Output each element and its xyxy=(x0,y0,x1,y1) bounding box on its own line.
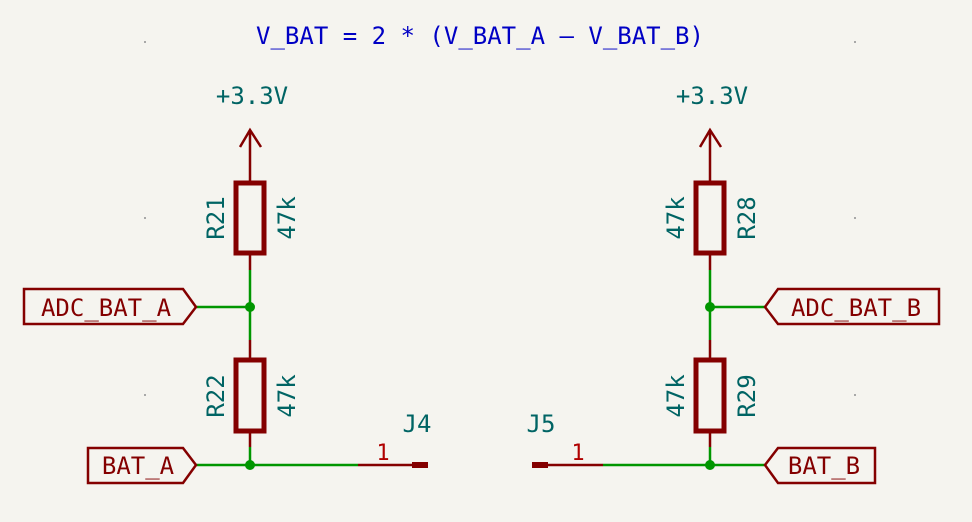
j5-ref: J5 xyxy=(527,410,556,438)
left-divider: +3.3V R21 47k R22 47k ADC_BAT_A BAT_A 1 … xyxy=(22,82,432,485)
resistor-r28[interactable] xyxy=(693,180,727,256)
right-divider: +3.3V 47k R28 47k R29 ADC_BAT_B BAT_B 1 … xyxy=(527,82,941,485)
svg-text:ADC_BAT_A: ADC_BAT_A xyxy=(41,294,172,322)
r28-value: 47k xyxy=(662,196,690,240)
connector-j5-pin[interactable] xyxy=(532,462,548,468)
r29-value: 47k xyxy=(662,374,690,418)
svg-text:ADC_BAT_B: ADC_BAT_B xyxy=(791,294,921,322)
label-adc-bat-a[interactable]: ADC_BAT_A xyxy=(22,287,198,326)
junction xyxy=(705,302,715,312)
r21-ref: R21 xyxy=(202,196,230,239)
label-bat-a[interactable]: BAT_A xyxy=(86,446,198,485)
r21-value: 47k xyxy=(273,196,301,240)
j5-pin-number: 1 xyxy=(571,441,584,466)
power-arrow-icon[interactable] xyxy=(698,127,723,182)
svg-text:BAT_A: BAT_A xyxy=(102,452,175,480)
j4-pin-number: 1 xyxy=(376,441,389,466)
resistor-r29[interactable] xyxy=(693,357,727,434)
label-bat-b[interactable]: BAT_B xyxy=(763,446,877,485)
resistor-r22[interactable] xyxy=(233,357,267,434)
r28-ref: R28 xyxy=(733,196,761,239)
r29-ref: R29 xyxy=(733,374,761,417)
r22-ref: R22 xyxy=(202,374,230,417)
power-symbol-label: +3.3V xyxy=(676,82,748,110)
title-note: V_BAT = 2 * (V_BAT_A – V_BAT_B) xyxy=(256,22,704,50)
junction xyxy=(705,460,715,470)
label-adc-bat-b[interactable]: ADC_BAT_B xyxy=(763,287,941,326)
wire[interactable] xyxy=(603,270,765,467)
wire[interactable] xyxy=(196,270,358,467)
resistor-r21[interactable] xyxy=(233,180,267,256)
power-arrow-icon[interactable] xyxy=(238,127,263,182)
r22-value: 47k xyxy=(273,374,301,418)
grid-dots xyxy=(144,41,856,396)
junction xyxy=(245,302,255,312)
j4-ref: J4 xyxy=(403,410,432,438)
junction xyxy=(245,460,255,470)
svg-text:BAT_B: BAT_B xyxy=(788,452,860,480)
power-symbol-label: +3.3V xyxy=(216,82,288,110)
connector-j4-pin[interactable] xyxy=(412,462,428,468)
